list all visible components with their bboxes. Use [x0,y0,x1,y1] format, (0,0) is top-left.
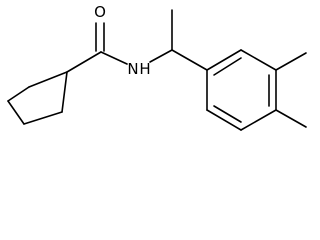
ring-bond [206,109,242,131]
aromatic-inner-bond [213,105,242,123]
carbonyl-to-nitrogen-bond [100,51,128,65]
nitrogen-atom-label: N [127,60,138,78]
ethylidene-group [171,9,208,71]
meta-methyl-bond [275,52,307,71]
amide-group [66,22,173,73]
ch-to-aryl-bond [171,49,208,71]
ring-bond [206,49,242,71]
nitrogen-to-ch-bond [149,49,173,63]
ring-bond [240,49,277,71]
ring-methyl-groups [275,52,307,128]
oxygen-atom-label: O [94,3,106,21]
ring-bond [7,100,25,125]
ring-bond [240,109,277,131]
para-methyl-bond [275,109,307,128]
ring-bond [7,86,30,102]
ring-bond [23,111,63,125]
ring-bond [28,71,68,88]
amide-hydrogen-label: H [139,60,150,78]
ring-bond [61,71,68,113]
ring-to-carbonyl-bond [66,51,102,73]
benzene-ring [206,49,277,131]
cyclopentane-ring [7,71,68,125]
aromatic-inner-bond [213,57,242,76]
chemical-structure-diagram: O N H [7,3,307,131]
